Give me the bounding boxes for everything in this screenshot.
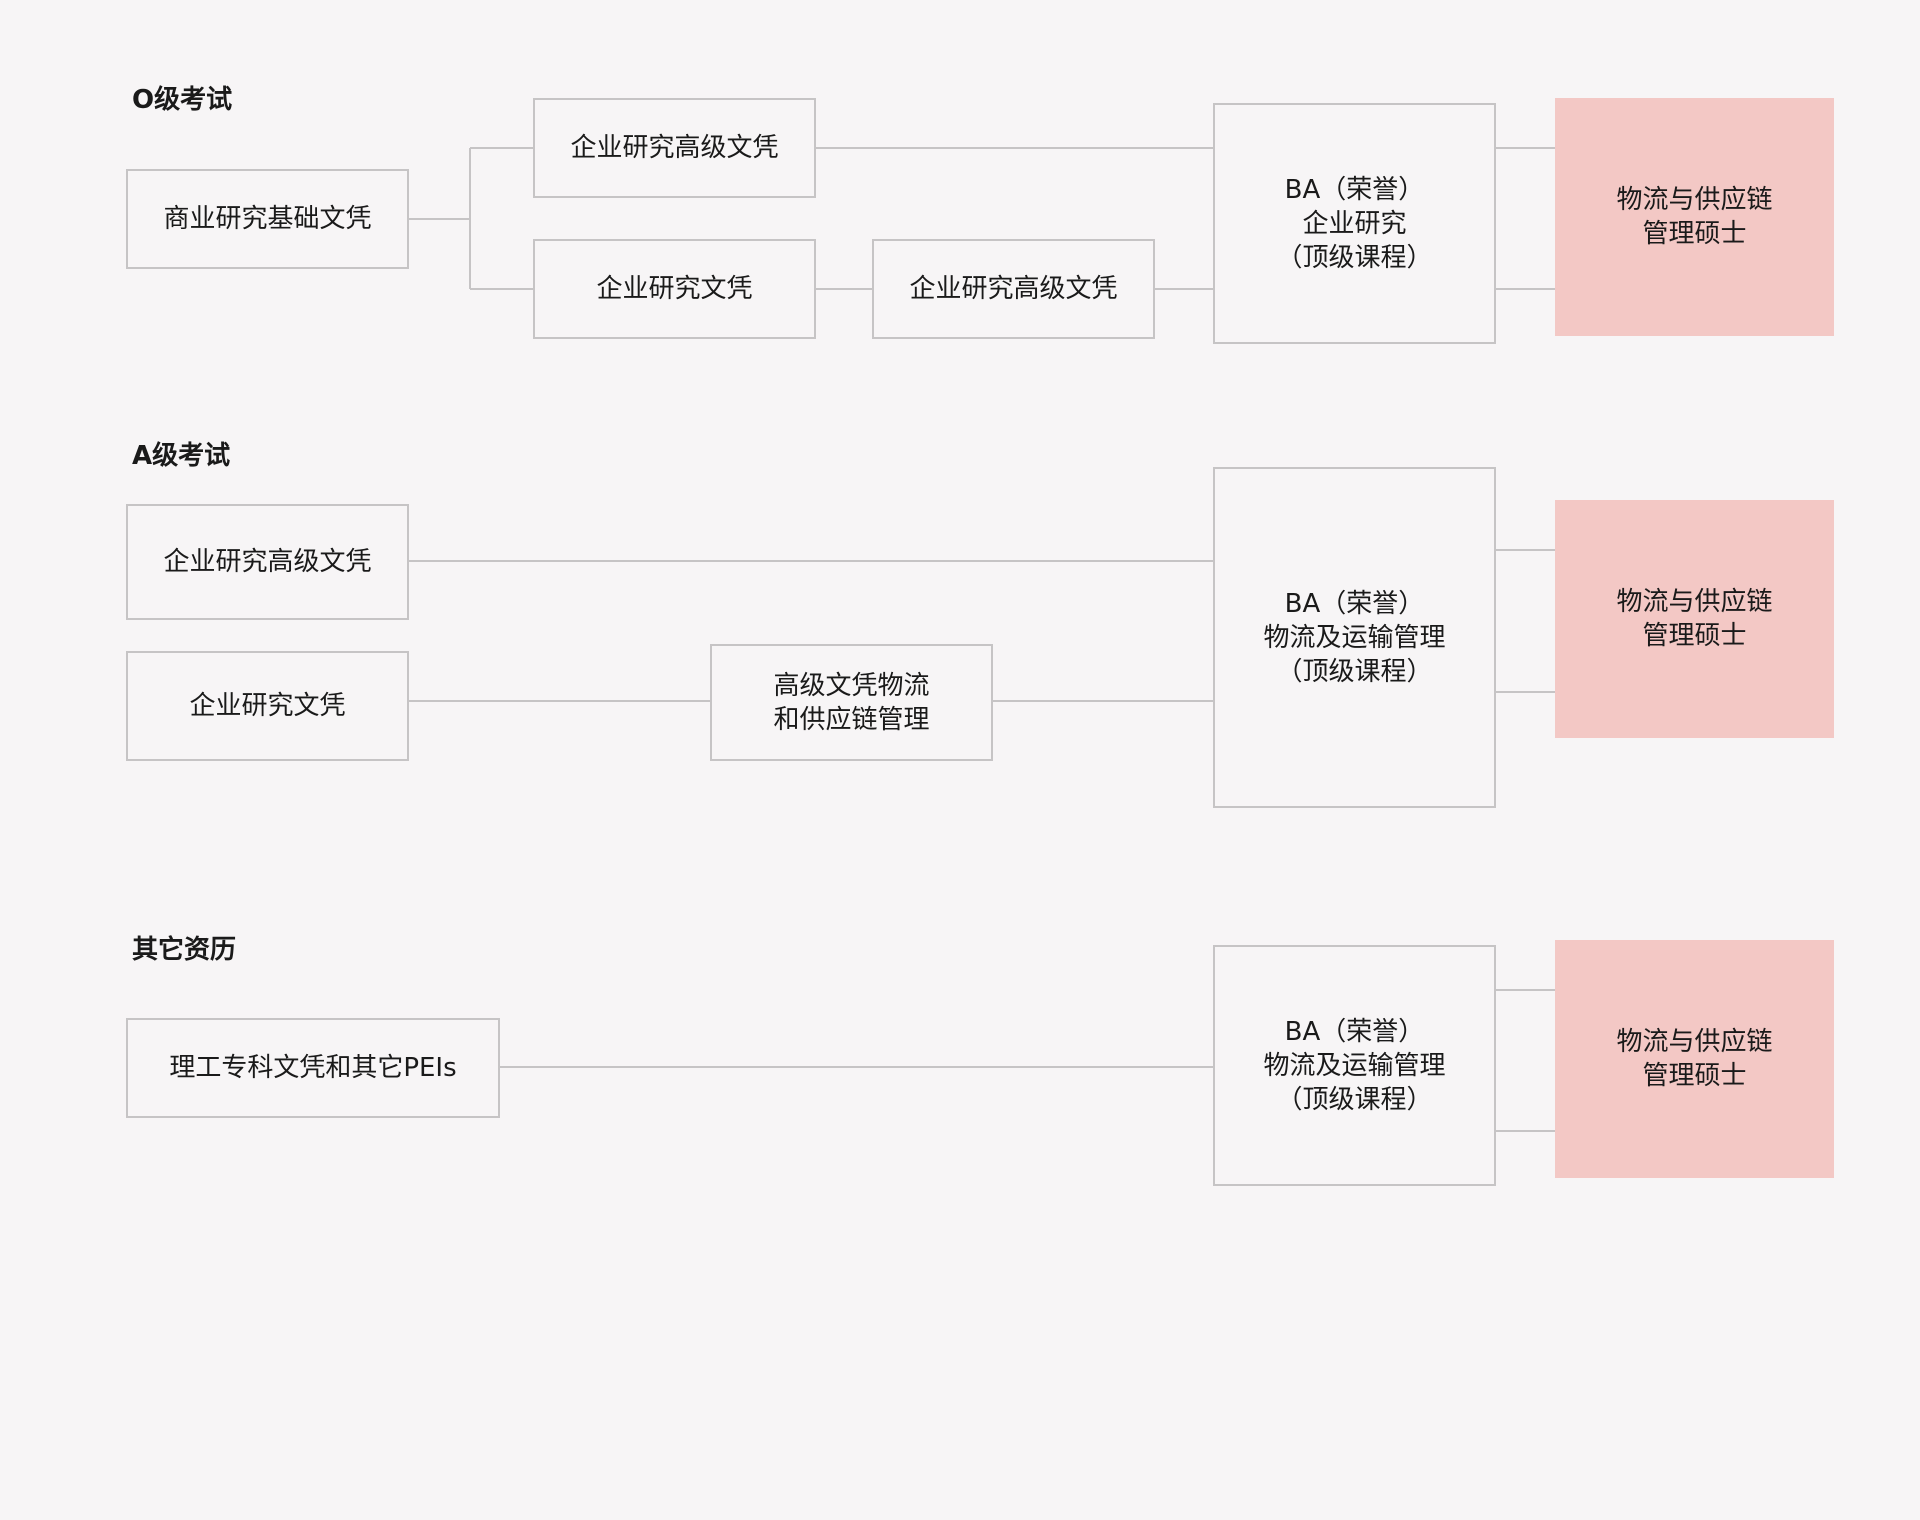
box-label: 高级文凭物流 和供应链管理: [773, 670, 930, 735]
box-label: BA（荣誉） 物流及运输管理 （顶级课程）: [1263, 1016, 1446, 1115]
box-label: 企业研究高级文凭: [570, 133, 779, 163]
box-label: 企业研究文凭: [189, 691, 346, 721]
section-title-a-level: A级考试: [132, 441, 231, 471]
box-label: 物流与供应链 管理硕士: [1616, 1027, 1773, 1091]
connector-foundation-branch: [408, 147, 534, 290]
connector-ba-to-master-a: [1495, 549, 1555, 693]
box-master-o-level: 物流与供应链 管理硕士: [1555, 98, 1834, 336]
box-label: 商业研究基础文凭: [163, 204, 372, 234]
box-label: 企业研究文凭: [596, 274, 753, 304]
box-a-advanced-diploma: 企业研究高级文凭: [126, 504, 409, 620]
box-logistics-diploma: 高级文凭物流 和供应链管理: [710, 644, 993, 761]
box-label: 企业研究高级文凭: [909, 274, 1118, 304]
box-label: 物流与供应链 管理硕士: [1616, 587, 1773, 651]
box-master-a-level: 物流与供应链 管理硕士: [1555, 500, 1834, 738]
box-foundation-diploma: 商业研究基础文凭: [126, 169, 409, 269]
box-advanced-diploma-top: 企业研究高级文凭: [533, 98, 816, 198]
box-label: BA（荣誉） 企业研究 （顶级课程）: [1276, 174, 1433, 273]
section-title-other: 其它资历: [132, 935, 237, 965]
box-label: 企业研究高级文凭: [163, 547, 372, 577]
section-title-o-level: O级考试: [132, 85, 233, 115]
box-master-other: 物流与供应链 管理硕士: [1555, 940, 1834, 1178]
box-ba-logistics-a: BA（荣誉） 物流及运输管理 （顶级课程）: [1213, 467, 1496, 808]
box-label: 物流与供应链 管理硕士: [1616, 185, 1773, 249]
connector-ba-to-master-o: [1495, 147, 1555, 290]
box-polytechnic-diploma: 理工专科文凭和其它PEIs: [126, 1018, 500, 1118]
box-ba-logistics-other: BA（荣誉） 物流及运输管理 （顶级课程）: [1213, 945, 1496, 1186]
box-diploma: 企业研究文凭: [533, 239, 816, 339]
connector-ba-to-master-other: [1495, 989, 1555, 1132]
box-label: 理工专科文凭和其它PEIs: [169, 1053, 457, 1083]
box-ba-business: BA（荣誉） 企业研究 （顶级课程）: [1213, 103, 1496, 344]
box-a-diploma: 企业研究文凭: [126, 651, 409, 761]
box-advanced-diploma-bottom: 企业研究高级文凭: [872, 239, 1155, 339]
box-label: BA（荣誉） 物流及运输管理 （顶级课程）: [1263, 588, 1446, 687]
